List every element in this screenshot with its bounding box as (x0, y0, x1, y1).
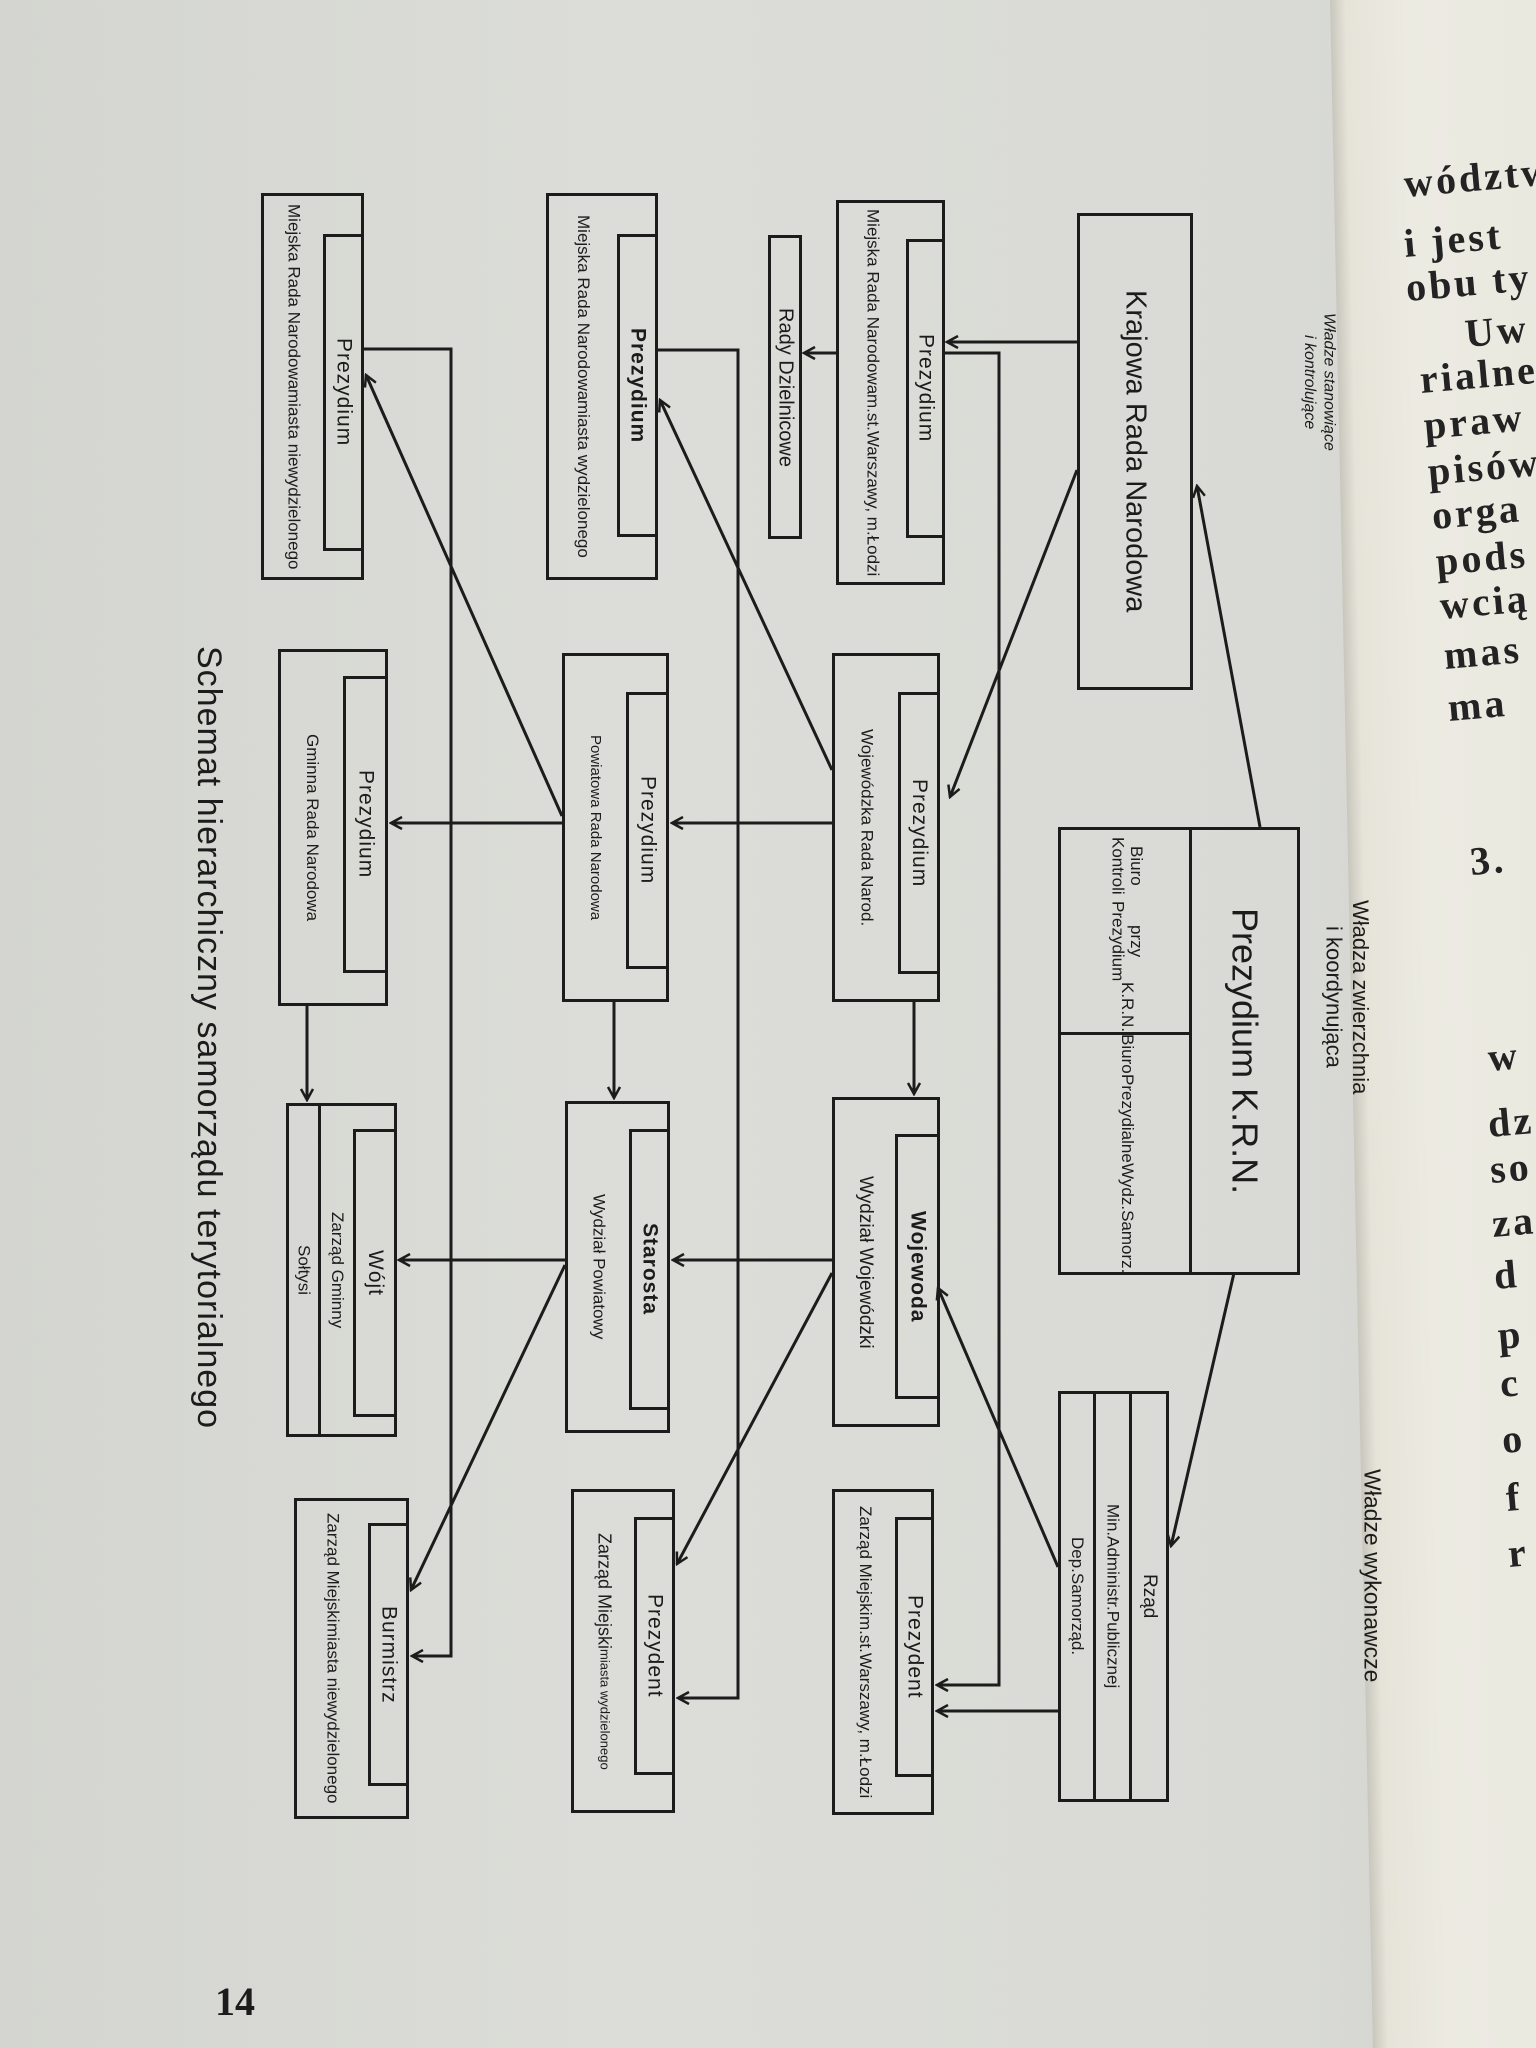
box-line: Zarząd Miejski (594, 1532, 615, 1649)
prezydium-label: Prezydium (617, 234, 658, 537)
box-text: Wydział Wojewódzki (835, 1100, 895, 1424)
box-line: Zarząd Miejski (323, 1513, 343, 1624)
prezydent-label: Prezydent (895, 1517, 934, 1777)
prezydium-label: Prezydium (898, 692, 940, 974)
box-line: Miejska Rada Narodowa (284, 203, 304, 389)
link-prezydium-krn-to-rzad (1171, 1272, 1236, 1546)
label-executive: Władze wykonawcze (1359, 1469, 1386, 1683)
box-text: Miejska Rada Narodowa miasta wydzieloneg… (549, 196, 617, 577)
prezydium-krn-head: Prezydium K.R.N. (1189, 830, 1297, 1272)
box-line: Miejska Rada Narodowa (573, 214, 593, 401)
box-line: Wydział Wojewódzki (854, 1175, 876, 1349)
rzad-head: Rząd (1129, 1394, 1166, 1799)
box-text: Powiatowa Rada Narodowa (565, 656, 626, 999)
burmistrz-label: Burmistrz (368, 1523, 409, 1786)
box-wojewoda: Wojewoda Wydział Wojewódzki (832, 1097, 940, 1427)
label-line: Władze stanowiące (1320, 313, 1338, 451)
box-line: m.st.Warszawy, m.Łodzi (855, 1615, 875, 1798)
box-line: Wojewódzka Rada Narod. (857, 728, 877, 927)
box-text: Miejska Rada Narodowa m.st.Warszawy, m.Ł… (839, 203, 906, 582)
link-rzad-to-wojewoda (938, 1288, 1060, 1568)
box-text: Zarząd Miejski miasta wydzielonego (574, 1492, 634, 1810)
box-line: miasta niewydzielonego (284, 388, 304, 570)
prezydium-label: Prezydium (323, 234, 364, 551)
box-line: Gminna Rada Narodowa (302, 733, 322, 922)
box-line: Wydział Powiatowy (589, 1194, 609, 1340)
link-mrn-niewydzielone-to-burmistrz (363, 347, 453, 1656)
box-line: miasta niewydzielonego (323, 1623, 343, 1804)
prezydent-label: Prezydent (634, 1517, 675, 1775)
box-krajowa-rada-narodowa: Krajowa Rada Narodowa (1077, 213, 1193, 690)
diagram-title: Schemat hierarchiczny samorządu terytori… (190, 646, 228, 1430)
wojewoda-label: Wojewoda (895, 1134, 940, 1399)
box-starosta: Starosta Wydział Powiatowy (565, 1101, 670, 1433)
link-mrn-wydzielone-to-prezydent (657, 348, 740, 1698)
prezydium-label: Prezydium (906, 239, 945, 538)
box-gminna-rada: Prezydium Gminna Rada Narodowa (278, 649, 388, 1006)
link-krn-to-wrn (950, 469, 1079, 797)
cell-line: Prezydialne (1117, 1073, 1137, 1163)
link-prn-to-mrn-niewydzielone (366, 375, 564, 817)
rzad-department: Dep.Samorząd. (1068, 1537, 1087, 1656)
box-text: Wojewódzka Rada Narod. (835, 656, 898, 999)
label-line: i koordynująca (1321, 926, 1347, 1069)
cell-line: przy Prezydium (1108, 901, 1147, 982)
box-mrn-warszawa: Prezydium Miejska Rada Narodowa m.st.War… (836, 200, 945, 585)
box-line: Miejska Rada Narodowa (863, 208, 883, 394)
label-supreme: Władza zwierzchnia i koordynująca (1320, 900, 1373, 1095)
box-powiatowa-rada: Prezydium Powiatowa Rada Narodowa (562, 653, 669, 1002)
link-mrn-warszawa-to-prezydent (937, 351, 1001, 1685)
box-text: Zarząd Miejski m.st.Warszawy, m.Łodzi (835, 1492, 895, 1812)
box-line: miasta wydzielonego (573, 400, 593, 558)
biuro-kontroli: Biuro Kontroli przy Prezydium K.R.N. (1061, 830, 1192, 1035)
box-prezydent-wydzielone: Prezydent Zarząd Miejski miasta wydzielo… (571, 1489, 675, 1813)
box-text: Miejska Rada Narodowa miasta niewydzielo… (264, 196, 323, 577)
box-line: Zarząd Gminny (327, 1211, 347, 1329)
link-wrn-to-mrn-wydzielone (660, 400, 834, 771)
link-starosta-to-burmistrz (411, 1264, 567, 1590)
box-text: Wydział Powiatowy (568, 1104, 629, 1430)
box-rady-dzielnicowe: Rady Dzielnicowe (768, 235, 802, 539)
prezydium-label: Prezydium (626, 692, 669, 969)
biuro-prezydialne: Biuro Prezydialne Wydz.Samorz. (1061, 1034, 1192, 1273)
box-burmistrz: Burmistrz Zarząd Miejski miasta niewydzi… (294, 1498, 409, 1819)
label-legislative: Władze stanowiące i kontrolujące (1300, 313, 1338, 451)
box-prezydium-krn: Prezydium K.R.N. Biuro Kontroli przy Pre… (1058, 827, 1300, 1275)
wojt-label: Wójt (353, 1129, 397, 1417)
box-mrn-niewydzielone: Prezydium Miejska Rada Narodowa miasta n… (261, 193, 364, 580)
cell-line: Biuro Kontroli (1108, 836, 1147, 895)
prezydium-label: Prezydium (343, 676, 388, 973)
cell-line: K.R.N. (1117, 981, 1137, 1032)
cell-line: Wydz.Samorz. (1117, 1162, 1137, 1273)
page-number: 14 (215, 1979, 255, 2024)
box-line: Zarząd Miejski (855, 1506, 875, 1616)
box-mrn-wydzielone: Prezydium Miejska Rada Narodowa miasta w… (546, 193, 658, 580)
rzad-ministry: Min.Administr.Publicznej (1093, 1394, 1129, 1799)
starosta-label: Starosta (629, 1129, 670, 1410)
box-text: Zarząd Gminny (321, 1106, 353, 1434)
box-wojt: Wójt Zarząd Gminny Sołtysi (286, 1103, 397, 1437)
box-wojewodzka-rada: Prezydium Wojewódzka Rada Narod. (832, 653, 940, 1002)
box-line: m.st.Warszawy, m.Łodzi (863, 393, 883, 577)
box-line: miasta wydzielonego (597, 1648, 613, 1770)
link-prezydium-krn-to-krn (1197, 486, 1262, 828)
box-text: Gminna Rada Narodowa (281, 652, 343, 1003)
soltysi-strip: Sołtysi (289, 1106, 321, 1434)
cell-line: Biuro (1117, 1034, 1137, 1074)
label-line: Władza zwierzchnia (1347, 900, 1373, 1095)
box-text: Zarząd Miejski miasta niewydzielonego (297, 1501, 368, 1816)
link-wojewoda-to-prezydent-wydzielone (677, 1272, 834, 1564)
box-line: Powiatowa Rada Narodowa (587, 734, 605, 921)
box-rzad: Rząd Min.Administr.Publicznej Dep.Samorz… (1058, 1391, 1169, 1802)
box-prezydent-warszawa: Prezydent Zarząd Miejski m.st.Warszawy, … (832, 1489, 934, 1815)
label-line: i kontrolujące (1301, 334, 1319, 430)
